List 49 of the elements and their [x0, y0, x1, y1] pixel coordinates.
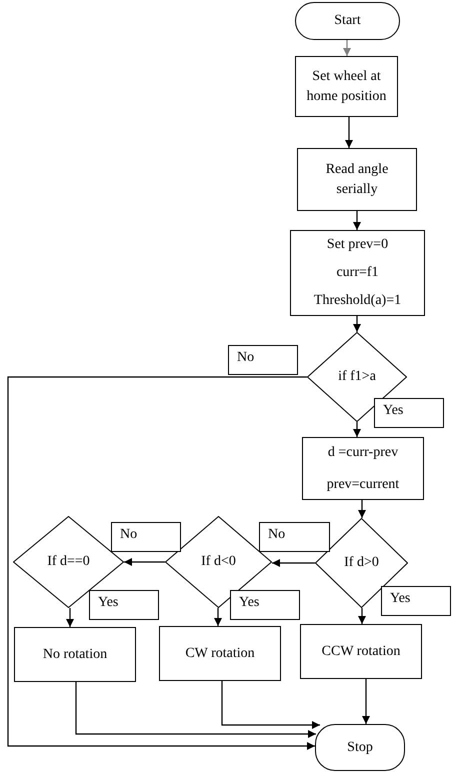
node-text: Read angle serially	[324, 160, 390, 198]
node-text: curr=f1	[335, 264, 380, 282]
node-text: CW rotation	[184, 644, 256, 662]
arrow	[353, 422, 361, 437]
arrow	[353, 316, 361, 332]
edge-label: Yes	[374, 398, 444, 428]
node-text: Start	[333, 12, 362, 30]
node-text: Set wheel at home position	[306, 68, 388, 106]
node-text: If d>0	[343, 554, 380, 572]
arrow	[343, 40, 351, 56]
edge-label: Yes	[89, 590, 159, 620]
edge-label: Yes	[381, 586, 451, 616]
decision-diamond	[307, 332, 407, 422]
process-box	[14, 627, 136, 682]
node-text: Stop	[346, 738, 374, 756]
edge-label: No	[228, 345, 298, 375]
node-text: If d==0	[46, 553, 90, 571]
terminal-shape	[295, 2, 400, 40]
process-box	[300, 624, 422, 679]
arrow	[358, 608, 366, 624]
arrow	[358, 500, 366, 518]
arrow	[7, 376, 315, 750]
process-box	[295, 56, 398, 117]
arrow	[124, 558, 165, 566]
arrow	[214, 608, 222, 626]
node-text: If d<0	[200, 553, 237, 571]
arrow	[66, 608, 74, 627]
edge-label: No	[111, 522, 181, 552]
node-text: CCW rotation	[320, 642, 402, 660]
arrow	[362, 679, 370, 724]
arrow	[75, 682, 316, 738]
process-box	[159, 626, 281, 681]
node-text: if f1>a	[337, 368, 377, 386]
node-text: No rotation	[42, 646, 108, 664]
node-text: Set prev=0	[326, 236, 390, 254]
decision-diamond	[315, 518, 408, 608]
process-box	[302, 437, 424, 500]
arrow	[345, 117, 353, 148]
edge-label: No	[259, 522, 330, 552]
node-text: Threshold(a)=1	[312, 292, 402, 310]
edge-label: Yes	[230, 590, 300, 620]
arrow	[353, 211, 361, 230]
arrow	[272, 559, 315, 567]
terminal-shape	[315, 724, 405, 771]
arrow	[221, 681, 320, 729]
process-box	[297, 148, 417, 211]
node-text: d =curr-prev	[326, 444, 400, 462]
process-box	[290, 230, 425, 316]
node-text: prev=current	[326, 476, 400, 494]
